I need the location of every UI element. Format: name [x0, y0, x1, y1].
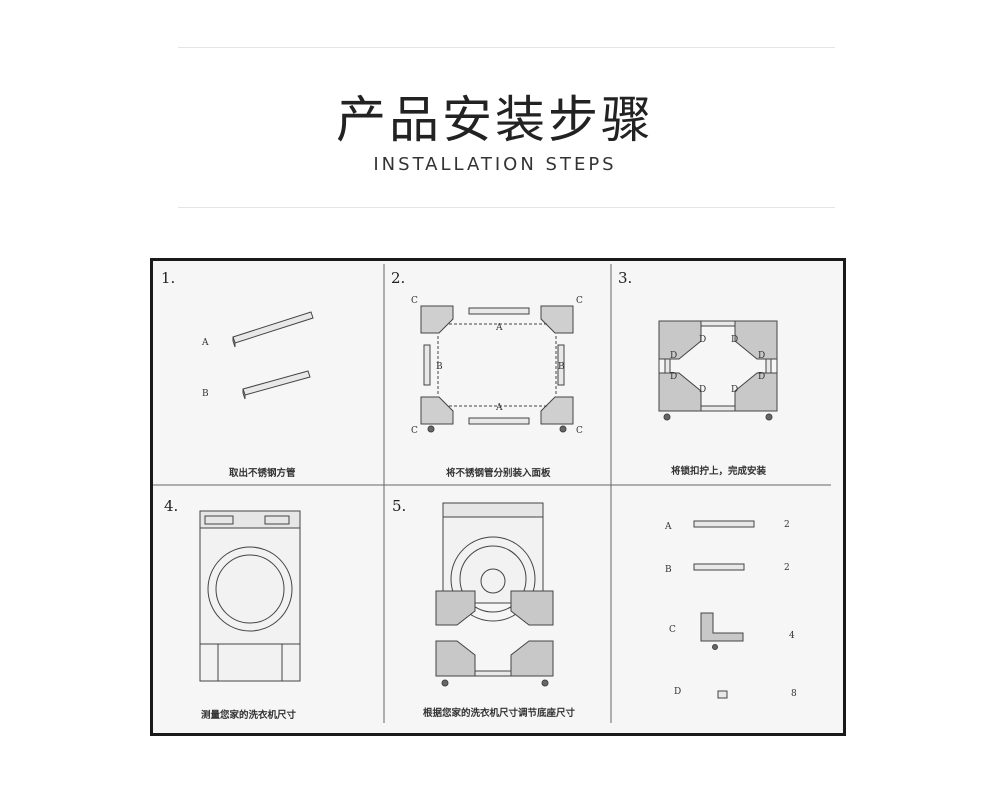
parts-label-c: C	[669, 625, 676, 635]
panel3-label-d-6: D	[758, 372, 766, 382]
installation-diagram-sheet: 1. A B 取出不锈钢方管 2. C C C C A A B B 将不锈钢管分…	[150, 258, 846, 736]
parts-label-b: B	[665, 565, 672, 575]
parts-label-d: D	[674, 687, 682, 697]
panel2-label-c-br: C	[576, 426, 583, 436]
panel1-label-a: A	[202, 338, 209, 348]
panel2-label-c-tr: C	[576, 296, 583, 306]
panel2-label-b-left: B	[436, 362, 443, 372]
panel3-label-d-1: D	[699, 335, 707, 345]
panel3-assembled-base	[658, 320, 778, 421]
page-subtitle: INSTALLATION STEPS	[373, 154, 617, 175]
panel3-label-d-5: D	[670, 372, 678, 382]
panel1-tubes	[232, 311, 314, 400]
panel6-parts	[693, 520, 755, 699]
diagram-line-art	[153, 264, 831, 723]
parts-label-a: A	[665, 522, 672, 532]
panel3-label-d-4: D	[758, 351, 766, 361]
panel2-label-c-bl: C	[411, 426, 418, 436]
panel1-number: 1.	[161, 269, 176, 287]
panel3-label-d-2: D	[731, 335, 739, 345]
header-bottom-divider	[178, 207, 835, 208]
panel2-frame	[420, 305, 574, 433]
panel4-washing-machine	[199, 510, 301, 682]
panel3-label-d-8: D	[731, 385, 739, 395]
panel5-number: 5.	[392, 497, 407, 515]
parts-qty-b: 2	[784, 563, 790, 573]
parts-qty-c: 4	[789, 631, 795, 641]
page-title: 产品安装步骤	[336, 91, 654, 149]
panel2-label-a-bottom: A	[496, 403, 503, 413]
panel2-label-b-right: B	[558, 362, 565, 372]
panel3-label-d-3: D	[670, 351, 678, 361]
panel3-label-d-7: D	[699, 385, 707, 395]
panel2-label-c-tl: C	[411, 296, 418, 306]
parts-qty-d: 8	[791, 689, 797, 699]
panel4-caption: 测量您家的洗衣机尺寸	[201, 710, 297, 721]
panel5-machine-on-base	[435, 502, 554, 687]
panel3-caption: 将锁扣拧上，完成安装	[671, 466, 767, 477]
panel2-caption: 将不锈钢管分别装入面板	[446, 468, 551, 479]
header-top-divider	[178, 47, 835, 48]
panel4-number: 4.	[164, 497, 179, 515]
panel2-number: 2.	[391, 269, 406, 287]
panel2-label-a-top: A	[496, 323, 503, 333]
panel1-caption: 取出不锈钢方管	[229, 468, 296, 479]
panel5-caption: 根据您家的洗衣机尺寸调节底座尺寸	[423, 708, 576, 719]
panel3-number: 3.	[618, 269, 633, 287]
parts-qty-a: 2	[784, 520, 790, 530]
panel1-label-b: B	[202, 389, 209, 399]
